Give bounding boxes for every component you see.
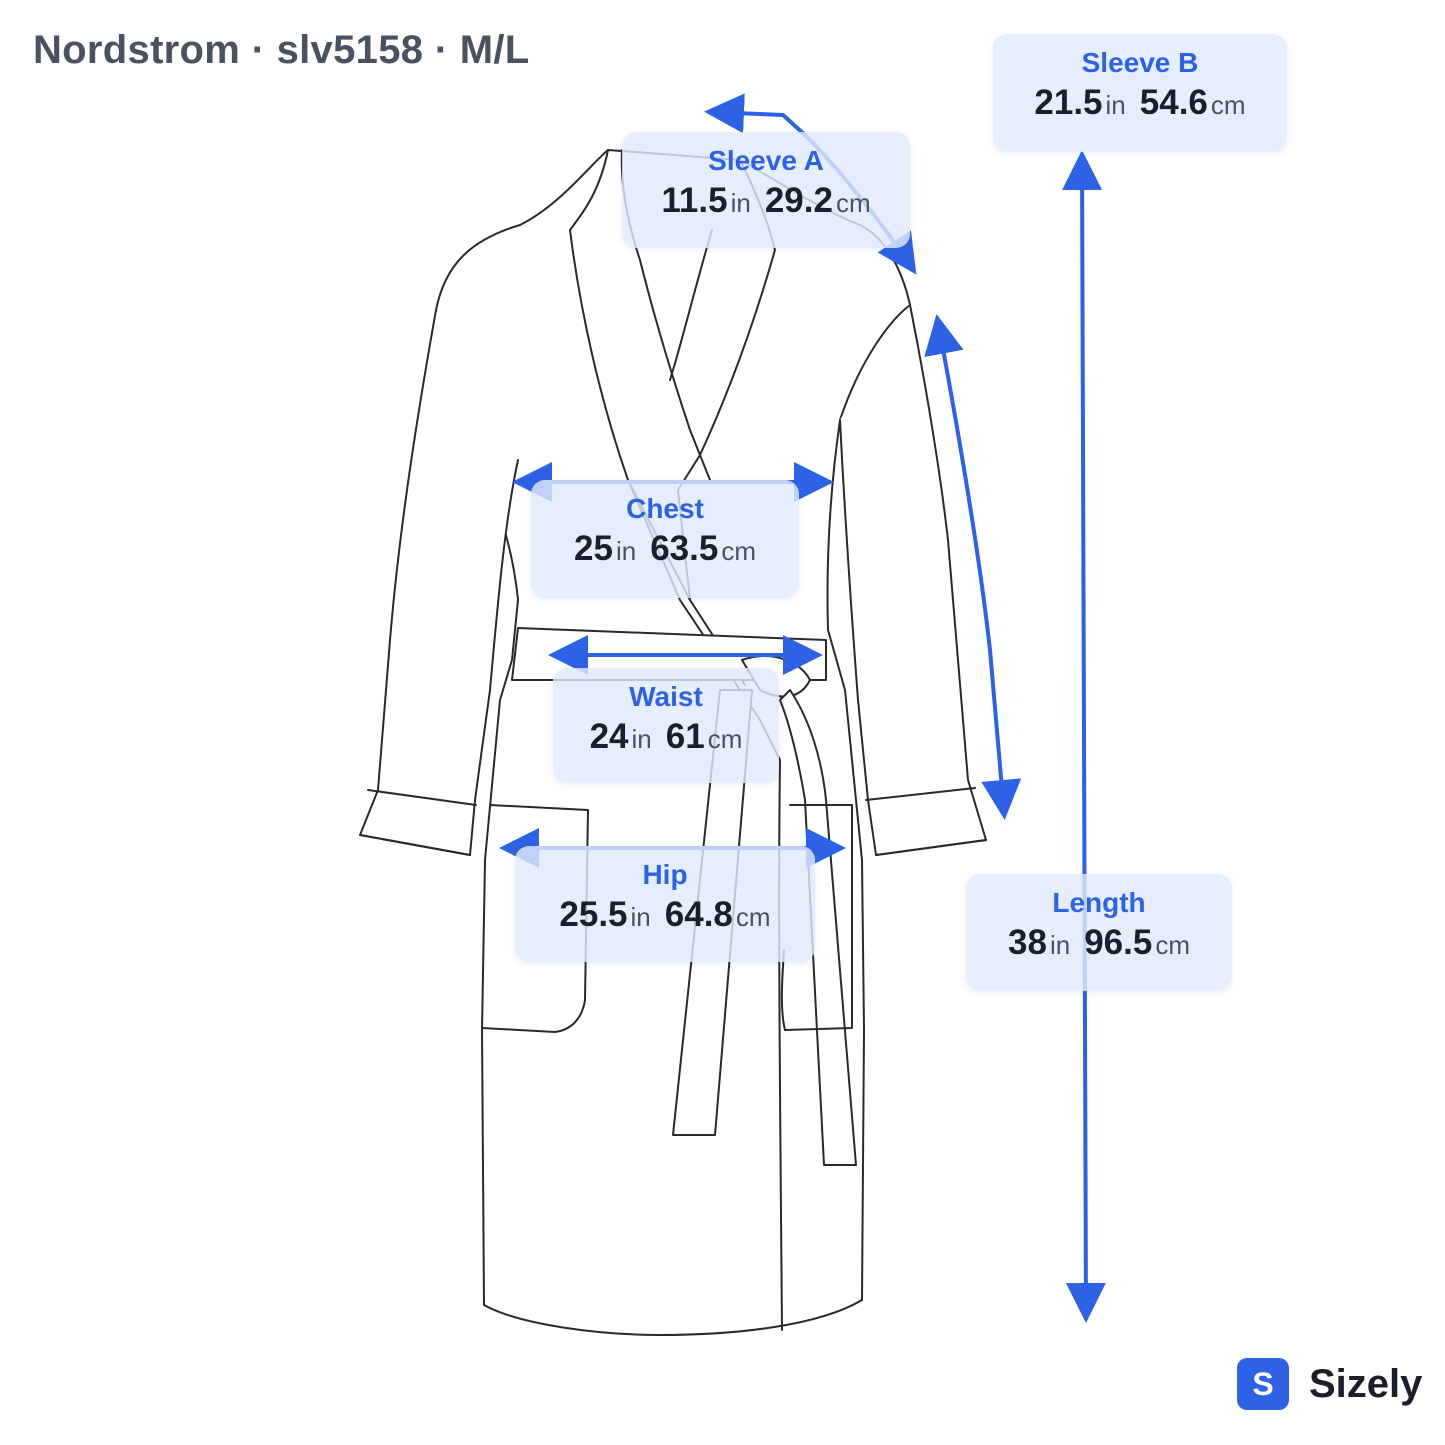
unit-cm: cm <box>835 188 871 218</box>
unit-in: in <box>1049 930 1071 960</box>
unit-cm: cm <box>735 902 771 932</box>
left-cuff <box>359 789 477 856</box>
unit-in: in <box>630 902 651 932</box>
unit-in: in <box>730 188 751 218</box>
length-label: Length <box>1052 887 1146 918</box>
waist-label: Waist <box>629 681 703 712</box>
sleeve-b-arrow <box>924 314 1022 820</box>
sleeve-a-inches: 11.5 <box>661 181 728 220</box>
brand-name: Sizely <box>1309 1361 1423 1406</box>
chest-inches: 25 <box>574 529 613 568</box>
hip-cm: 64.8 <box>664 895 733 934</box>
unit-cm: cm <box>1155 930 1190 960</box>
hip-inches: 25.5 <box>559 895 628 934</box>
sleeve-b-cm: 54.6 <box>1139 83 1208 122</box>
front-seam <box>778 759 783 1331</box>
length-arrow <box>1062 150 1106 1323</box>
chest-cm: 63.5 <box>650 529 719 568</box>
unit-in: in <box>631 724 652 754</box>
belt-tail-right <box>779 689 857 1166</box>
sleeve-b-label: Sleeve B <box>1081 47 1199 78</box>
unit-cm: cm <box>707 724 743 754</box>
hip-label: Hip <box>642 859 688 890</box>
left-sleeve <box>359 309 519 856</box>
chest-label: Chest <box>626 493 704 524</box>
brand-mark: S Sizely <box>1237 1358 1422 1410</box>
right-sleeve <box>839 304 987 856</box>
waist-cm: 61 <box>665 717 705 756</box>
collar-left <box>569 149 746 686</box>
unit-cm: cm <box>721 536 756 566</box>
pocket-right <box>780 804 853 1031</box>
unit-in: in <box>1105 90 1126 120</box>
sleeve-b-inches: 21.5 <box>1034 83 1103 122</box>
sizely-logo-icon: S <box>1237 1358 1289 1410</box>
unit-in: in <box>615 536 637 566</box>
length-inches: 38 <box>1008 923 1047 962</box>
sleeve-a-cm: 29.2 <box>764 181 833 220</box>
unit-cm: cm <box>1210 90 1246 120</box>
length-cm: 96.5 <box>1084 923 1153 962</box>
pocket-left <box>481 804 589 1033</box>
sleeve-a-label: Sleeve A <box>708 145 824 176</box>
page-title: Nordstrom · slv5158 · M/L <box>33 28 530 72</box>
waist-inches: 24 <box>589 717 629 756</box>
